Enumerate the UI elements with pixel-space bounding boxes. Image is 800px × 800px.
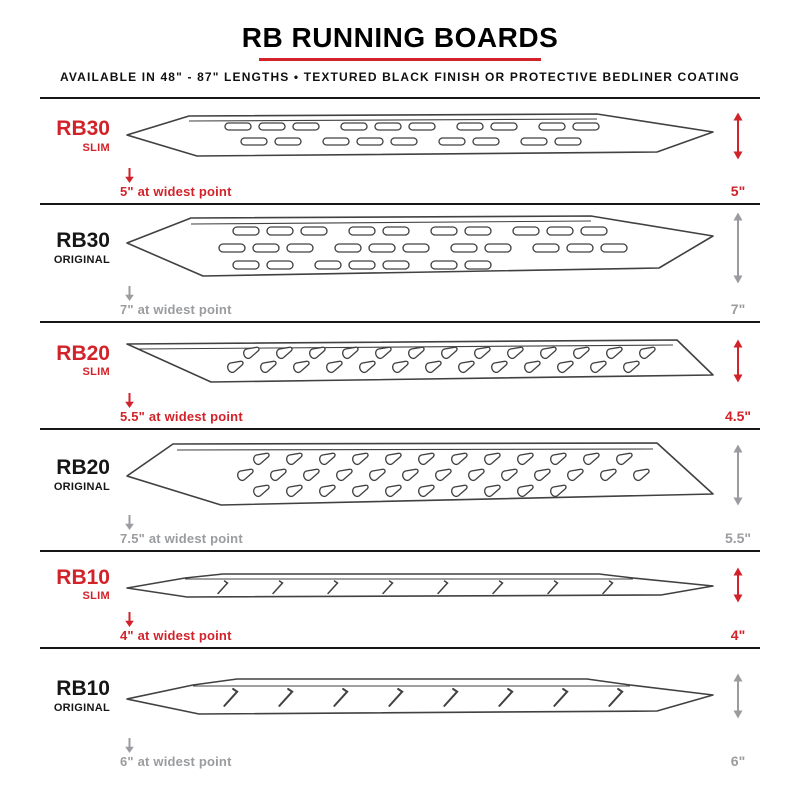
board-model: RB10 xyxy=(56,677,110,701)
height-dimension-arrow xyxy=(730,673,746,719)
board-variant: SLIM xyxy=(82,366,110,379)
width-note-text: 7" at widest point xyxy=(120,302,232,317)
board-label: RB10 SLIM xyxy=(40,565,124,603)
width-note: 6" at widest point xyxy=(120,738,232,769)
title-underline xyxy=(259,58,541,61)
board-variant: SLIM xyxy=(82,141,110,154)
board-label: RB30 ORIGINAL xyxy=(40,229,124,266)
rb20-slim-drawing xyxy=(125,335,715,387)
width-note: 7.5" at widest point xyxy=(120,515,243,546)
width-arrow-icon xyxy=(125,286,134,301)
board-variant: ORIGINAL xyxy=(53,253,110,266)
board-section-rb30-slim: RB30 SLIM xyxy=(40,97,760,203)
board-section-rb10-slim: RB10 SLIM xyxy=(40,550,760,647)
width-note: 4" at widest point xyxy=(120,612,232,643)
width-note-text: 7.5" at widest point xyxy=(120,531,243,546)
board-label: RB20 SLIM xyxy=(40,341,124,379)
width-arrow-icon xyxy=(125,393,134,408)
board-label: RB30 SLIM xyxy=(40,117,124,154)
width-note: 5.5" at widest point xyxy=(120,393,243,424)
height-dimension-arrow xyxy=(730,567,746,603)
width-arrow-icon xyxy=(125,738,134,753)
board-model: RB20 xyxy=(56,341,110,365)
height-note: 5" xyxy=(730,183,746,199)
board-section-rb20-original: RB20 ORIGINAL xyxy=(40,428,760,550)
board-model: RB20 xyxy=(56,456,110,480)
width-note: 5" at widest point xyxy=(120,168,232,199)
height-note: 5.5" xyxy=(724,530,752,546)
width-note-text: 6" at widest point xyxy=(120,754,232,769)
height-note: 4" xyxy=(730,627,746,643)
rb30-original-drawing xyxy=(125,210,715,286)
board-model: RB10 xyxy=(56,565,110,589)
board-label: RB10 ORIGINAL xyxy=(40,677,124,714)
page-subtitle: AVAILABLE IN 48" - 87" LENGTHS • TEXTURE… xyxy=(59,70,741,84)
header: RB RUNNING BOARDS AVAILABLE IN 48" - 87"… xyxy=(0,0,800,84)
width-note: 7" at widest point xyxy=(120,286,232,317)
width-note-text: 4" at widest point xyxy=(120,628,232,643)
width-arrow-icon xyxy=(125,612,134,627)
board-model: RB30 xyxy=(56,117,110,141)
board-sections: RB30 SLIM xyxy=(40,97,760,773)
board-variant: ORIGINAL xyxy=(53,701,110,714)
page-title: RB RUNNING BOARDS xyxy=(241,22,559,53)
rb20-original-drawing xyxy=(125,438,715,512)
height-dimension-arrow xyxy=(730,339,746,383)
board-section-rb10-original: RB10 ORIGINAL xyxy=(40,647,760,773)
width-note-text: 5" at widest point xyxy=(120,184,232,199)
width-arrow-icon xyxy=(125,515,134,530)
rb10-original-drawing xyxy=(125,673,715,719)
height-dimension-arrow xyxy=(730,112,746,160)
board-section-rb20-slim: RB20 SLIM xyxy=(40,321,760,428)
height-dimension-arrow xyxy=(730,212,746,284)
height-dimension-arrow xyxy=(730,444,746,506)
board-model: RB30 xyxy=(56,229,110,253)
width-arrow-icon xyxy=(125,168,134,183)
rb10-slim-drawing xyxy=(125,570,715,600)
board-variant: SLIM xyxy=(82,590,110,603)
width-note-text: 5.5" at widest point xyxy=(120,409,243,424)
height-note: 4.5" xyxy=(724,408,752,424)
rb30-slim-drawing xyxy=(125,108,715,164)
height-note: 7" xyxy=(730,301,746,317)
board-section-rb30-original: RB30 ORIGINAL xyxy=(40,203,760,321)
board-label: RB20 ORIGINAL xyxy=(40,456,124,493)
height-note: 6" xyxy=(730,753,746,769)
board-variant: ORIGINAL xyxy=(53,480,110,493)
